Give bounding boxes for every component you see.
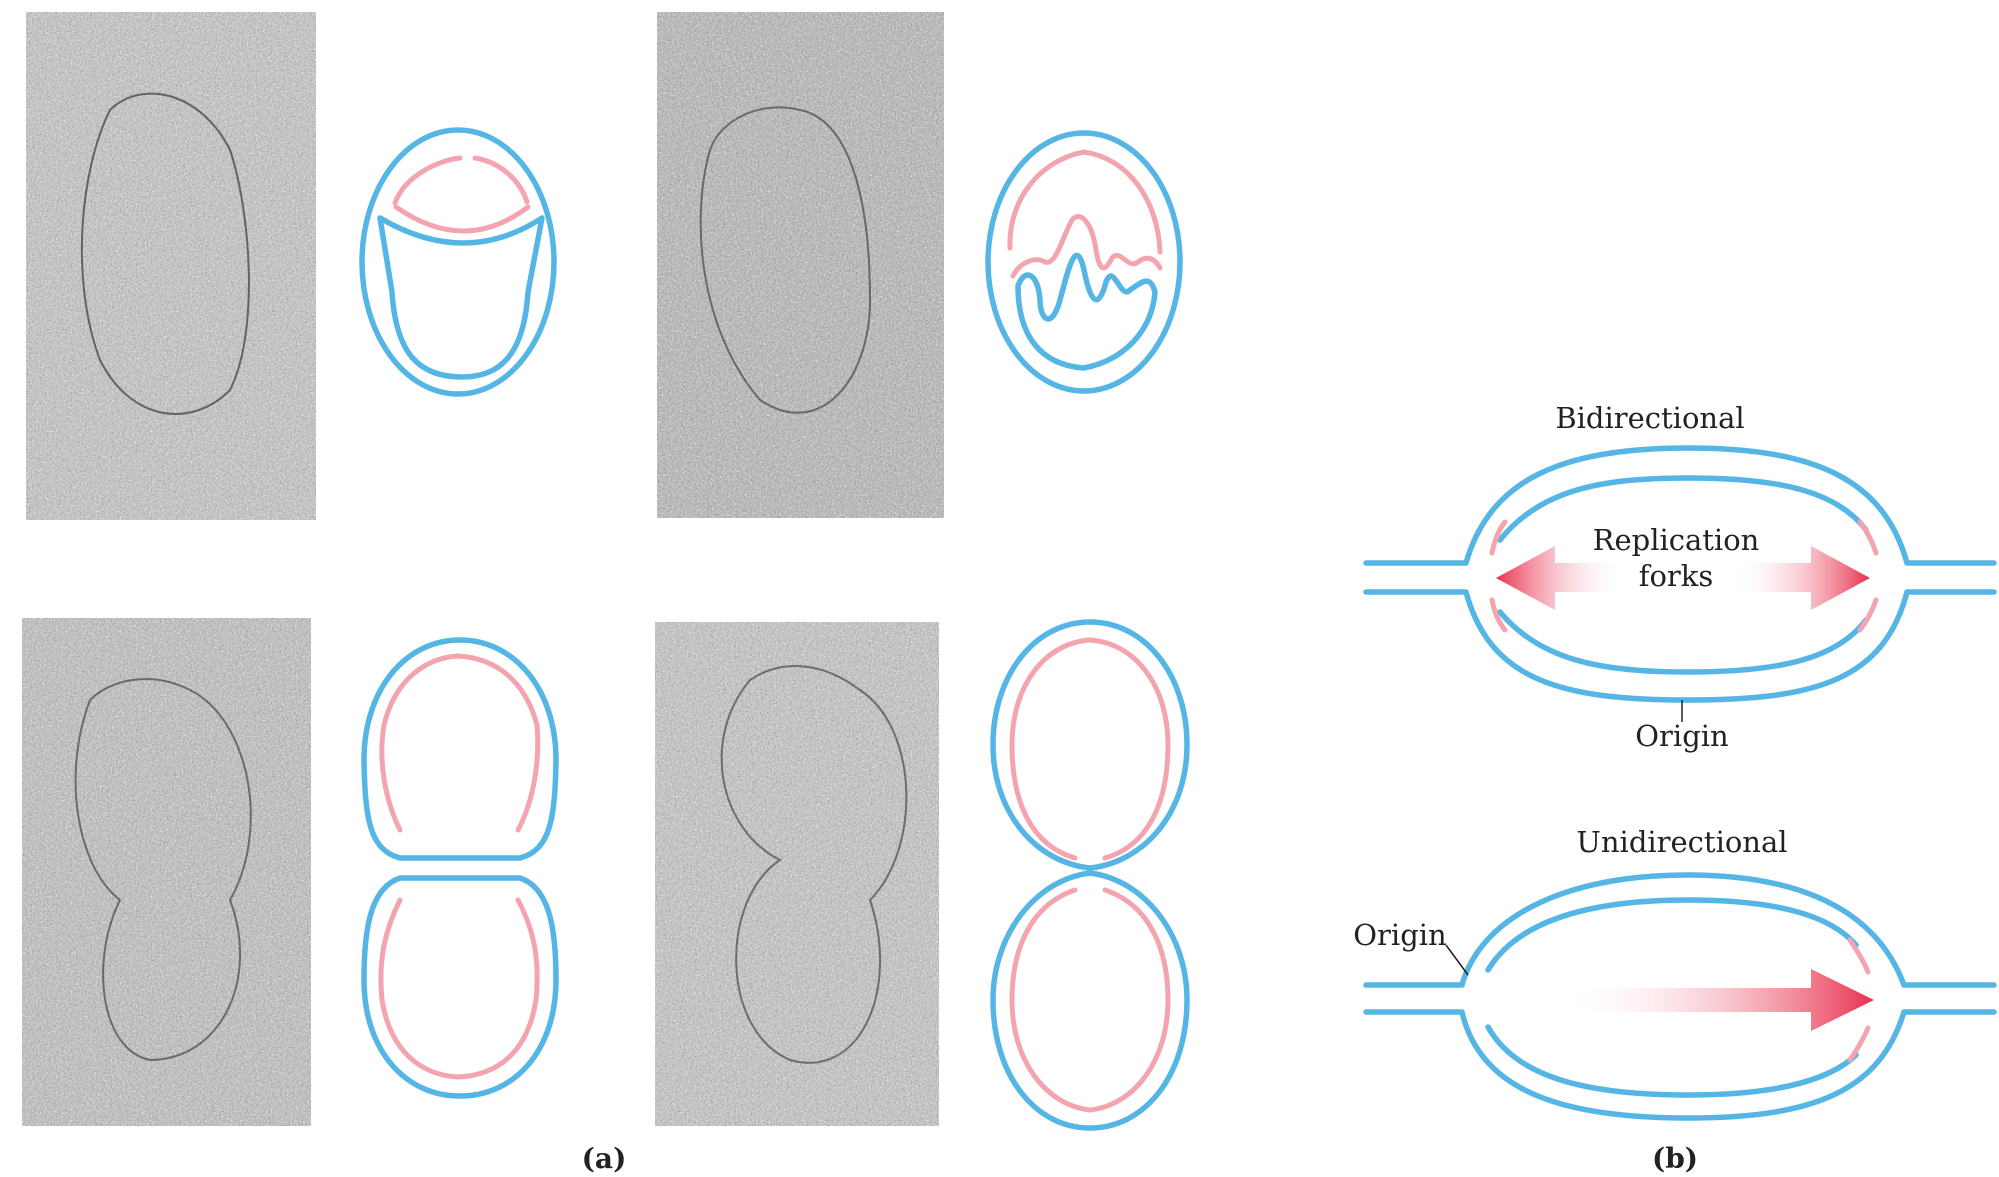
fork-arrow-right [1733,546,1870,610]
panel-a-label: (a) [582,1142,627,1175]
schematic-late-replication [361,637,559,1099]
micrograph-3 [22,618,311,1126]
schematic-early-replication [359,127,557,397]
origin-leader-line-unidirectional [1445,944,1469,976]
schematic-separating-daughters [990,619,1190,1131]
micrograph-2 [657,12,944,518]
micrograph-1 [26,12,316,520]
fork-arrow-left [1496,546,1625,610]
unidirectional-title: Unidirectional [1576,825,1787,859]
replication-forks-label-line1: Replication [1593,523,1760,557]
unidirectional-origin-label: Origin [1353,918,1446,952]
bidirectional-diagram: Bidirectional Replication forks Origin [1363,401,1997,753]
bidirectional-origin-label: Origin [1635,719,1728,753]
bidirectional-title: Bidirectional [1555,401,1744,435]
micrograph-4 [655,622,939,1126]
schematic-mid-replication [985,130,1183,394]
panel-b-label: (b) [1652,1142,1698,1175]
replication-forks-label-line2: forks [1639,559,1714,593]
unidirectional-diagram: Unidirectional Origin [1353,825,1997,1121]
fork-arrow-unidirectional [1561,969,1874,1031]
